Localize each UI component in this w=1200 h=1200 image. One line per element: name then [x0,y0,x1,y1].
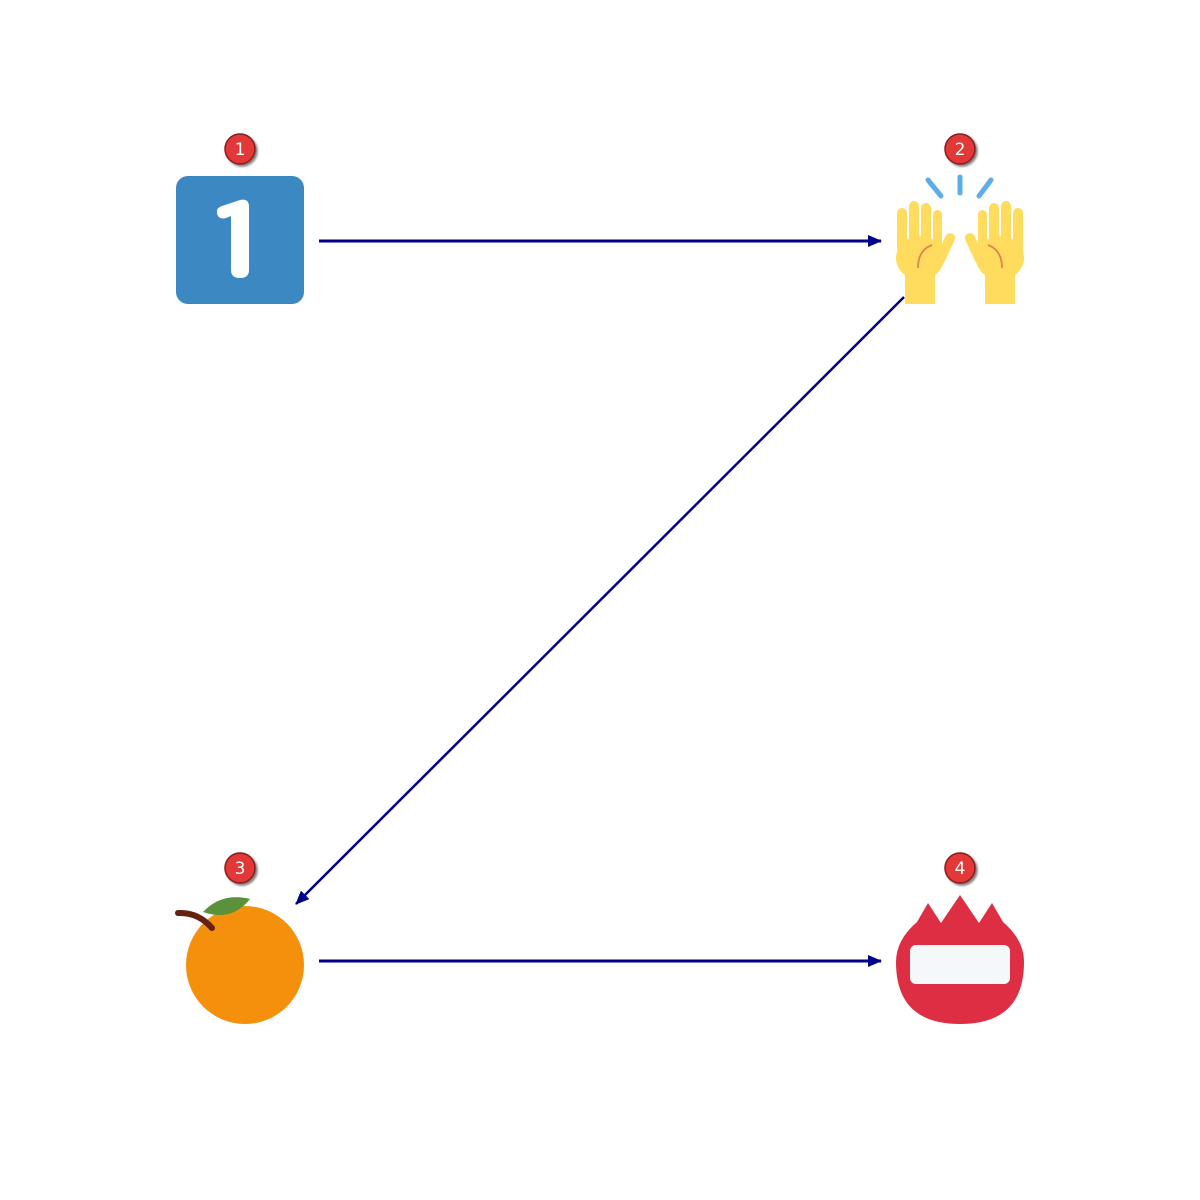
step-badge-3: 3 [224,852,256,884]
step-3: 3 [175,852,304,1024]
step-badge-2-label: 2 [955,140,966,160]
step-badge-3-label: 3 [235,859,246,879]
step-2: 2 [896,133,1024,304]
step-badge-4-label: 4 [955,859,966,879]
arrows [295,235,905,967]
step-badge-4: 4 [944,852,976,884]
step-badge-2: 2 [944,133,976,165]
arrow-2-to-3 [295,296,905,905]
step-badge-1-label: 1 [235,140,246,160]
name-badge-icon [896,895,1024,1024]
step-4: 4 [896,852,1024,1024]
tangerine-icon [175,897,304,1024]
step-1: 1 [176,133,304,304]
keycap-digit-one-icon [176,176,304,304]
raising-hands-icon [896,174,1024,304]
step-badge-1: 1 [224,133,256,165]
